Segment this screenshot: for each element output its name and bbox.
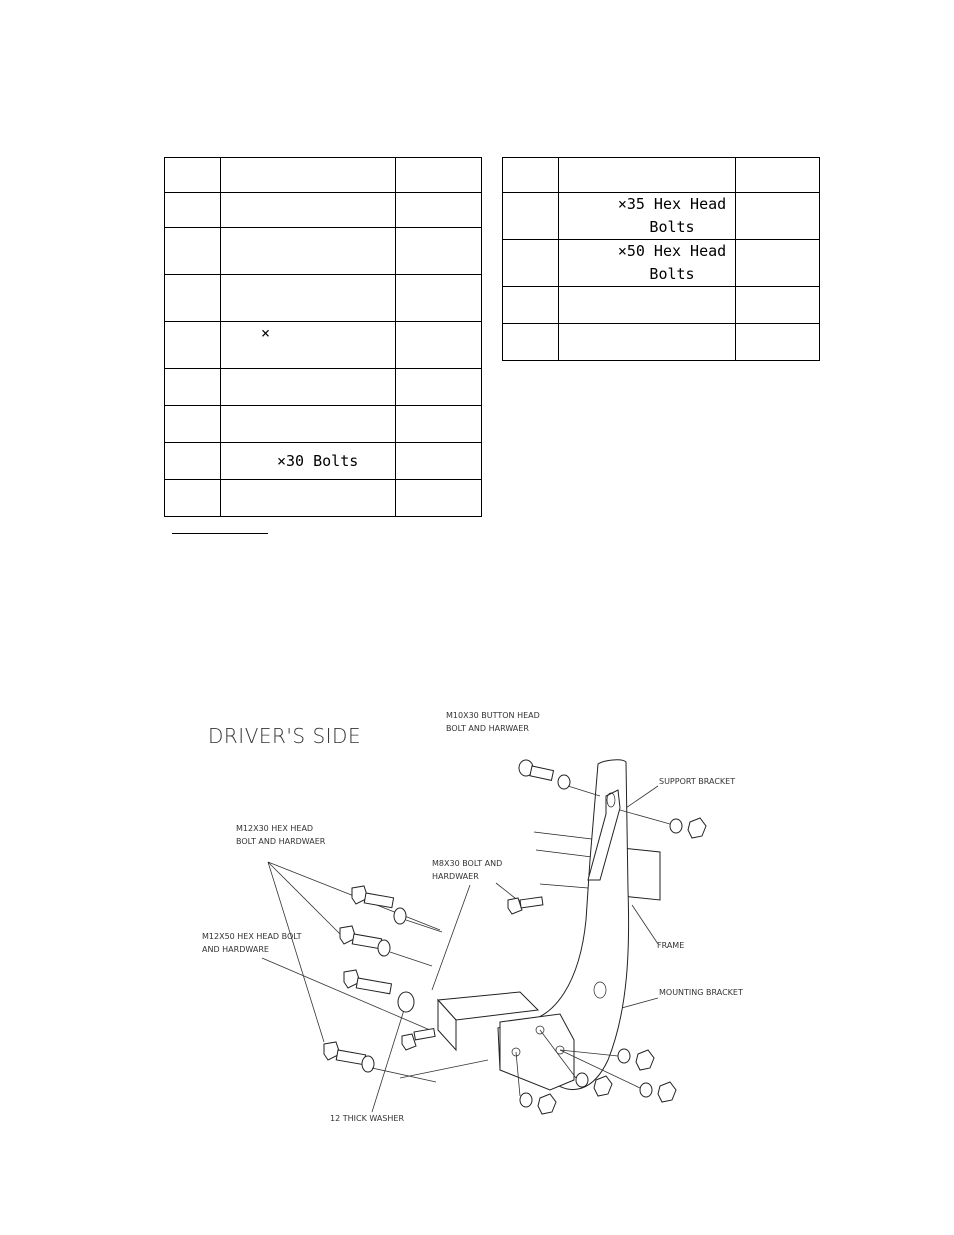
label-m8x30-bolt-line2: HARDWAER (432, 872, 479, 881)
bracket-slot (606, 792, 616, 808)
m12x30-bolt-2 (339, 925, 391, 957)
table-cell: ×30 Bolts (220, 442, 396, 480)
table-row (164, 368, 482, 406)
parts-table-right: ×35 Hex Head Bolts ×50 Hex Head Bolts (502, 157, 820, 361)
table-row: ×50 Hex Head Bolts (502, 239, 820, 287)
mounting-plate (497, 759, 630, 1090)
washers-and-nuts (519, 817, 707, 1115)
label-mounting-bracket: MOUNTING BRACKET (659, 988, 743, 997)
lower-mounting-bracket (436, 991, 575, 1091)
table-cell (735, 239, 820, 287)
label-frame: FRAME (657, 941, 684, 950)
table-cell (220, 227, 396, 275)
label-m12x50-bolt: M12X50 HEX HEAD BOLT (202, 932, 302, 941)
table-row (502, 157, 820, 193)
assembly-guide-lines (371, 785, 671, 1097)
table-cell: × (220, 321, 396, 369)
table-cell: ×35 Hex Head Bolts (558, 192, 736, 240)
table-row (502, 286, 820, 324)
plate-hole (593, 981, 607, 999)
label-m8x30-bolt: M8X30 BOLT AND (432, 859, 502, 868)
support-bracket (587, 789, 621, 881)
table-row: × (164, 321, 482, 369)
table-cell (395, 227, 482, 275)
table-cell (395, 192, 482, 228)
table-cell: ×50 Hex Head Bolts (558, 239, 736, 287)
table-cell (395, 368, 482, 406)
label-m10x30-bolt: M10X30 BUTTON HEAD (446, 711, 540, 720)
diagram-title: DRIVER'S SIDE (208, 724, 361, 748)
table-row (502, 323, 820, 361)
table-cell (395, 479, 482, 517)
table-row (164, 479, 482, 517)
label-m12x30-bolt: M12X30 HEX HEAD (236, 824, 313, 833)
table-cell (395, 157, 482, 193)
table-row: ×35 Hex Head Bolts (502, 192, 820, 240)
table-row: ×30 Bolts (164, 442, 482, 480)
table-cell (735, 157, 820, 193)
table-cell (395, 321, 482, 369)
underline-mark (172, 533, 268, 534)
label-thick-washer: 12 THICK WASHER (330, 1114, 404, 1123)
label-m10x30-bolt-line2: BOLT AND HARWAER (446, 724, 529, 733)
table-cell (164, 321, 221, 369)
table-cell (395, 442, 482, 480)
table-cell (164, 368, 221, 406)
table-row (164, 274, 482, 322)
table-cell (220, 274, 396, 322)
table-cell (558, 323, 736, 361)
table-cell (395, 405, 482, 443)
label-m12x50-bolt-line2: AND HARDWARE (202, 945, 269, 954)
table-cell (502, 323, 559, 361)
table-cell (735, 192, 820, 240)
label-support-bracket: SUPPORT BRACKET (659, 777, 735, 786)
short-bolt (401, 1027, 436, 1051)
m10x30-button-bolt (518, 759, 571, 790)
table-cell (164, 479, 221, 517)
table-cell (735, 323, 820, 361)
m12x30-bolt-1 (351, 885, 407, 925)
table-row (164, 227, 482, 275)
cell-text: ×50 Hex Head Bolts (617, 242, 727, 283)
table-cell (558, 157, 736, 193)
table-cell (164, 227, 221, 275)
m12x30-bolt-3 (323, 1041, 375, 1073)
table-cell (395, 274, 482, 322)
m8x30-bolt (507, 896, 544, 915)
parts-table-left: × ×30 Bolts (164, 157, 482, 517)
m12x50-bolt (343, 969, 415, 1013)
table-cell (735, 286, 820, 324)
table-cell (220, 479, 396, 517)
cell-text: ×35 Hex Head Bolts (617, 195, 727, 236)
label-m12x30-bolt-line2: BOLT AND HARDWAER (236, 837, 326, 846)
